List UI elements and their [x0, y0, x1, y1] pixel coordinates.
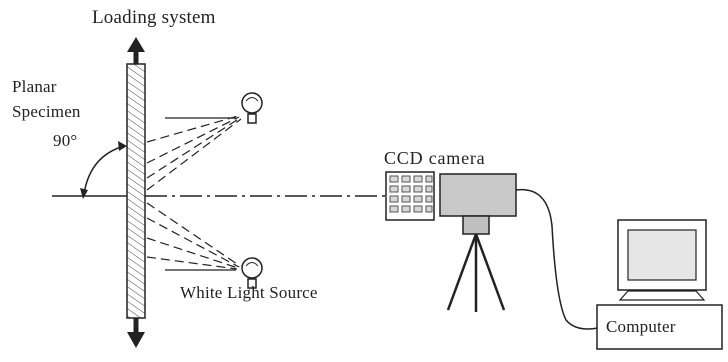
angle-arc	[80, 141, 127, 199]
light-bulb-lower	[241, 257, 263, 289]
loading-arrow-up	[127, 37, 145, 64]
ccd-camera	[385, 171, 517, 221]
ccd-camera-label: CCD camera	[384, 148, 486, 168]
planar-specimen-label-line2: Specimen	[12, 102, 81, 121]
angle-label: 90°	[53, 131, 78, 150]
white-light-source-label: White Light Source	[180, 283, 318, 302]
loading-system-label: Loading system	[92, 7, 216, 28]
computer-monitor	[617, 219, 707, 301]
planar-specimen-label-line1: Planar	[12, 77, 57, 96]
camera-cable	[515, 188, 599, 330]
computer-label: Computer	[606, 317, 676, 336]
camera-tripod	[446, 215, 506, 312]
loading-arrow-down	[127, 318, 145, 348]
lower-light-rays	[146, 202, 241, 271]
planar-specimen	[126, 63, 146, 319]
camera-body	[439, 173, 517, 217]
upper-light-rays	[146, 115, 242, 191]
light-bulb-upper	[241, 92, 263, 124]
computer-box	[596, 304, 723, 350]
